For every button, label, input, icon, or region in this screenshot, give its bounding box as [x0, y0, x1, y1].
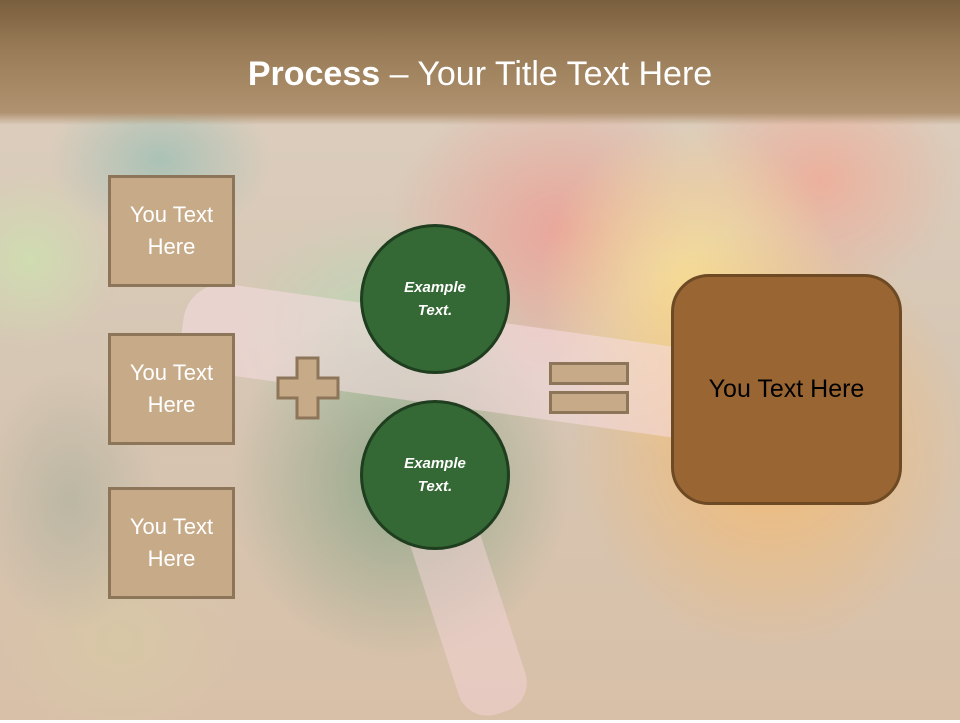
- input-box-1[interactable]: You Text Here: [108, 175, 235, 287]
- input-box-label: You Text Here: [129, 514, 214, 571]
- input-box-label: You Text Here: [129, 360, 214, 417]
- input-box-2[interactable]: You Text Here: [108, 333, 235, 445]
- circle-label: Example Text.: [404, 279, 466, 319]
- input-box-label: You Text Here: [129, 202, 214, 259]
- input-box-3[interactable]: You Text Here: [108, 487, 235, 599]
- circle-label: Example Text.: [404, 455, 466, 495]
- example-circle-2[interactable]: Example Text.: [360, 400, 510, 550]
- title-bold: Process: [247, 55, 381, 93]
- result-label: You Text Here: [708, 375, 865, 403]
- title-rest: – Your Title Text Here: [380, 55, 713, 93]
- plus-icon: [276, 356, 340, 420]
- result-box[interactable]: You Text Here: [671, 274, 902, 505]
- example-circle-1[interactable]: Example Text.: [360, 224, 510, 374]
- equals-icon: [549, 362, 629, 414]
- slide-title[interactable]: Process – Your Title Text Here: [0, 52, 960, 96]
- title-banner: [0, 0, 960, 125]
